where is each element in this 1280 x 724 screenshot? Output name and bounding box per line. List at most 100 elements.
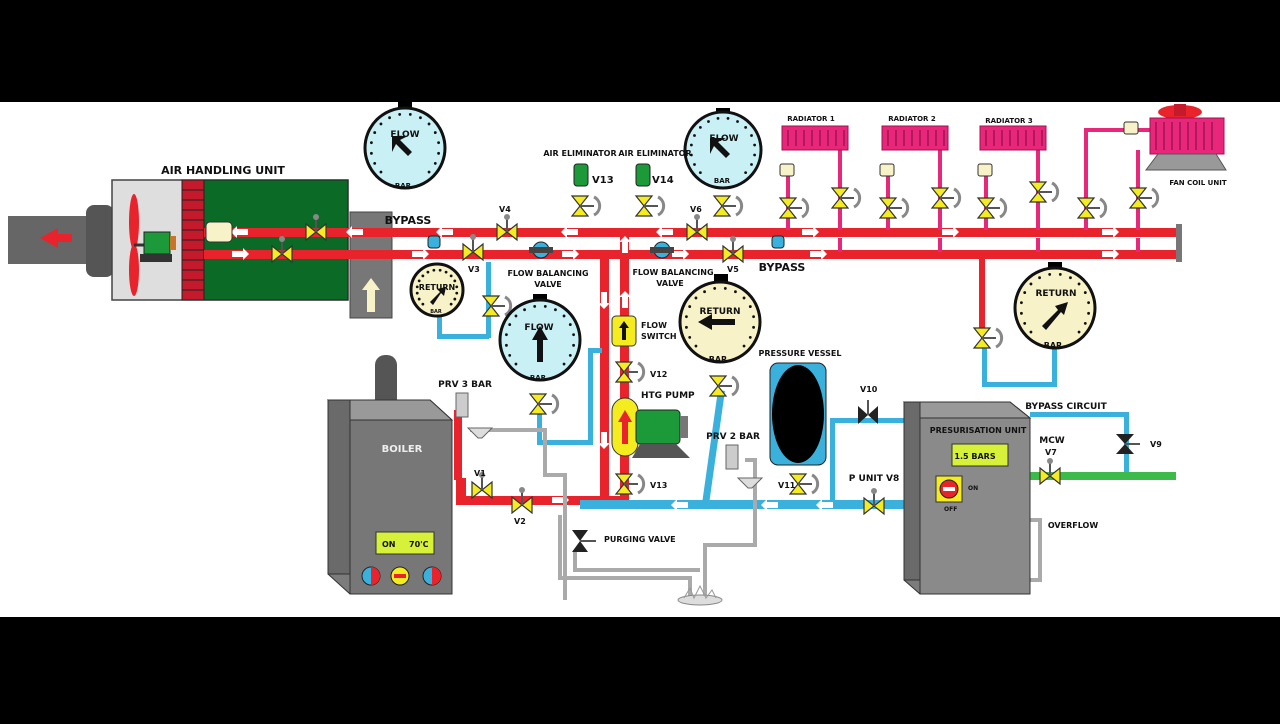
v7-label: V7 bbox=[1045, 448, 1057, 457]
return-gauge-1-unit: BAR bbox=[430, 309, 442, 315]
flow-gauge-1 bbox=[363, 100, 447, 190]
v10-label: V10 bbox=[860, 385, 878, 394]
air-eliminator-2-label: AIR ELIMINATOR bbox=[618, 149, 691, 158]
switch-on-label: ON bbox=[968, 485, 978, 492]
flow-gauge-1-unit: BAR bbox=[395, 182, 412, 190]
boiler-flue bbox=[375, 355, 397, 413]
ahu-fan-icon bbox=[129, 194, 176, 296]
return-gauge-3 bbox=[1013, 262, 1097, 350]
return-gauge-3-unit: BAR bbox=[1044, 341, 1062, 350]
pressure-vessel-label: PRESSURE VESSEL bbox=[759, 349, 842, 358]
v13b-label: V13 bbox=[650, 481, 667, 490]
purging-valve-label: PURGING VALVE bbox=[604, 535, 676, 544]
return-gauge-3-title: RETURN bbox=[1036, 289, 1077, 299]
prv-2-label: PRV 2 BAR bbox=[706, 432, 760, 442]
flow-switch-line2: SWITCH bbox=[641, 332, 677, 341]
fbv-right-line1: FLOW BALANCING bbox=[632, 268, 713, 277]
prv-3-label: PRV 3 BAR bbox=[438, 380, 492, 390]
pressure-display bbox=[951, 443, 1009, 467]
htg-pump-label: HTG PUMP bbox=[641, 391, 695, 401]
bypass-right-icon[interactable] bbox=[771, 235, 785, 249]
v12-label: V12 bbox=[650, 370, 667, 379]
ahu-flange bbox=[86, 205, 114, 277]
mains-cold-water-pipe bbox=[1030, 472, 1176, 480]
prv-3-bar-icon bbox=[455, 392, 494, 439]
v4-label: V4 bbox=[499, 205, 511, 214]
fan-coil-label: FAN COIL UNIT bbox=[1169, 179, 1226, 187]
v9-label: V9 bbox=[1150, 440, 1162, 449]
valve-v10[interactable] bbox=[858, 400, 878, 424]
v3-label: V3 bbox=[468, 265, 480, 274]
bypass-right-label: BYPASS bbox=[759, 261, 806, 274]
gauge-ticks-3 bbox=[505, 305, 575, 366]
pressurisation-unit bbox=[902, 401, 1032, 595]
air-eliminator-1-icon bbox=[573, 163, 589, 187]
flow-balancing-valve-left-icon[interactable] bbox=[529, 241, 553, 259]
gauge-ticks-6 bbox=[1020, 273, 1090, 334]
gauge-ticks-1 bbox=[370, 113, 440, 174]
p-unit-v8-label: P UNIT V8 bbox=[849, 474, 899, 484]
fbv-left-line2: VALVE bbox=[534, 280, 562, 289]
bypass-left-icon[interactable] bbox=[427, 235, 441, 249]
bypass-circuit-label: BYPASS CIRCUIT bbox=[1025, 402, 1107, 412]
pressurisation-label: PRESURISATION UNIT bbox=[930, 426, 1027, 435]
boiler-label: BOILER bbox=[382, 444, 423, 455]
return-gauge-2 bbox=[678, 274, 762, 364]
flow-gauge-1-title: FLOW bbox=[390, 130, 419, 140]
pressure-display-text: 1.5 BARS bbox=[954, 452, 995, 461]
flow-balancing-valve-right-icon[interactable] bbox=[650, 241, 674, 259]
return-gauge-1-title: RETURN bbox=[419, 283, 455, 292]
labels-layer: AIR HANDLING UNIT BYPASS BYPASS FLOW BAL… bbox=[161, 115, 1227, 549]
air-eliminator-2-icon bbox=[635, 163, 651, 187]
valve-purging[interactable] bbox=[572, 530, 596, 552]
radiator-3 bbox=[979, 125, 1047, 151]
overflow-label: OVERFLOW bbox=[1048, 521, 1098, 530]
ahu-airflow-arrow bbox=[40, 228, 72, 248]
v6-label: V6 bbox=[690, 205, 702, 214]
flow-gauge-3-title: FLOW bbox=[524, 323, 553, 333]
fan-coil-unit-icon bbox=[1145, 104, 1227, 171]
flow-gauge-3 bbox=[498, 294, 582, 382]
boiler-temp-text: 70'C bbox=[409, 540, 429, 549]
flow-gauge-2 bbox=[683, 108, 763, 190]
htg-pump-icon[interactable] bbox=[611, 397, 690, 458]
return-gauge-2-title: RETURN bbox=[700, 307, 741, 317]
gauge-ticks-5 bbox=[685, 287, 755, 348]
radiator-3-label: RADIATOR 3 bbox=[985, 117, 1033, 125]
gauge-ticks-4 bbox=[415, 268, 459, 306]
flow-switch-icon bbox=[611, 315, 637, 347]
v14-label: V14 bbox=[652, 175, 674, 186]
bypass-left-label: BYPASS bbox=[385, 214, 432, 227]
flow-switch-line1: FLOW bbox=[641, 321, 667, 330]
flow-gauge-3-unit: BAR bbox=[530, 374, 547, 382]
boiler-status-text: ON bbox=[382, 540, 396, 549]
prv-2-bar-icon bbox=[725, 444, 764, 489]
flow-gauge-2-unit: BAR bbox=[714, 177, 731, 185]
tundish-drain-icon bbox=[677, 584, 723, 606]
ahu-label: AIR HANDLING UNIT bbox=[161, 164, 285, 177]
trv-heads bbox=[779, 121, 1139, 177]
return-gauge-1 bbox=[409, 262, 465, 318]
return-gauge-2-unit: BAR bbox=[709, 355, 727, 364]
air-eliminator-1-label: AIR ELIMINATOR bbox=[543, 149, 616, 158]
ahu-up-arrow bbox=[362, 278, 380, 312]
ahu-strainer-icon bbox=[205, 221, 233, 243]
v1-label: V1 bbox=[474, 469, 486, 478]
v5-label: V5 bbox=[727, 265, 739, 274]
radiator-1-label: RADIATOR 1 bbox=[787, 115, 835, 123]
boiler-display bbox=[375, 531, 435, 555]
valve-v9[interactable] bbox=[1116, 434, 1140, 454]
gauge-ticks-2 bbox=[689, 116, 757, 175]
switch-off-label: OFF bbox=[944, 506, 957, 513]
v2-label: V2 bbox=[514, 517, 526, 526]
v11-label: V11 bbox=[778, 481, 796, 490]
boiler-controls[interactable] bbox=[361, 566, 442, 586]
v13a-label: V13 bbox=[592, 175, 614, 186]
radiator-2-label: RADIATOR 2 bbox=[888, 115, 936, 123]
mcw-label: MCW bbox=[1039, 436, 1065, 446]
flow-gauge-2-title: FLOW bbox=[709, 134, 738, 144]
fbv-right-line2: VALVE bbox=[656, 279, 684, 288]
fbv-left-line1: FLOW BALANCING bbox=[507, 269, 588, 278]
